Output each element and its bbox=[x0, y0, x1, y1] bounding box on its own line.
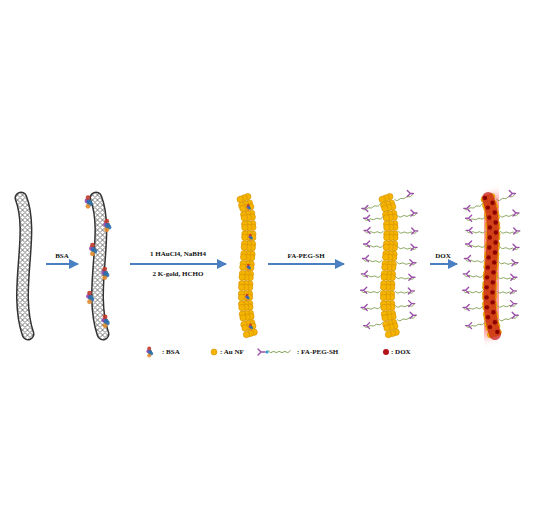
thiol-icon bbox=[265, 350, 268, 353]
gold-coated-nanotube bbox=[237, 193, 257, 337]
reagent-label: 2 K-gold, HCHO bbox=[153, 270, 204, 279]
reagent-label: 1 HAuCl4, NaBH4 bbox=[150, 250, 206, 259]
dox-loaded-nanotube bbox=[463, 191, 520, 338]
reagent-label: DOX bbox=[435, 252, 451, 261]
reaction-arrow bbox=[268, 263, 344, 265]
reaction-arrow bbox=[430, 263, 457, 265]
legend-text: : BSA bbox=[162, 348, 180, 357]
reaction-arrow bbox=[130, 263, 226, 265]
carbon-nanotube bbox=[21, 198, 28, 334]
gold-nanoparticle-icon bbox=[211, 349, 217, 355]
bsa-coated-nanotube bbox=[85, 195, 112, 334]
legend-text: : DOX bbox=[391, 348, 411, 357]
legend-icons bbox=[146, 347, 389, 358]
reaction-arrow bbox=[46, 263, 78, 265]
folate-icon bbox=[258, 349, 265, 355]
peg-icon bbox=[268, 350, 290, 352]
dox-icon bbox=[383, 349, 389, 355]
legend-text: : Au NF bbox=[220, 348, 244, 357]
legend-text: : FA-PEG-SH bbox=[297, 348, 338, 357]
bsa-icon bbox=[146, 347, 153, 358]
nanotube-stages bbox=[21, 191, 520, 338]
reagent-label: FA-PEG-SH bbox=[287, 252, 324, 261]
reagent-label: BSA bbox=[55, 252, 69, 261]
peg-modified-nanotube bbox=[361, 191, 418, 338]
